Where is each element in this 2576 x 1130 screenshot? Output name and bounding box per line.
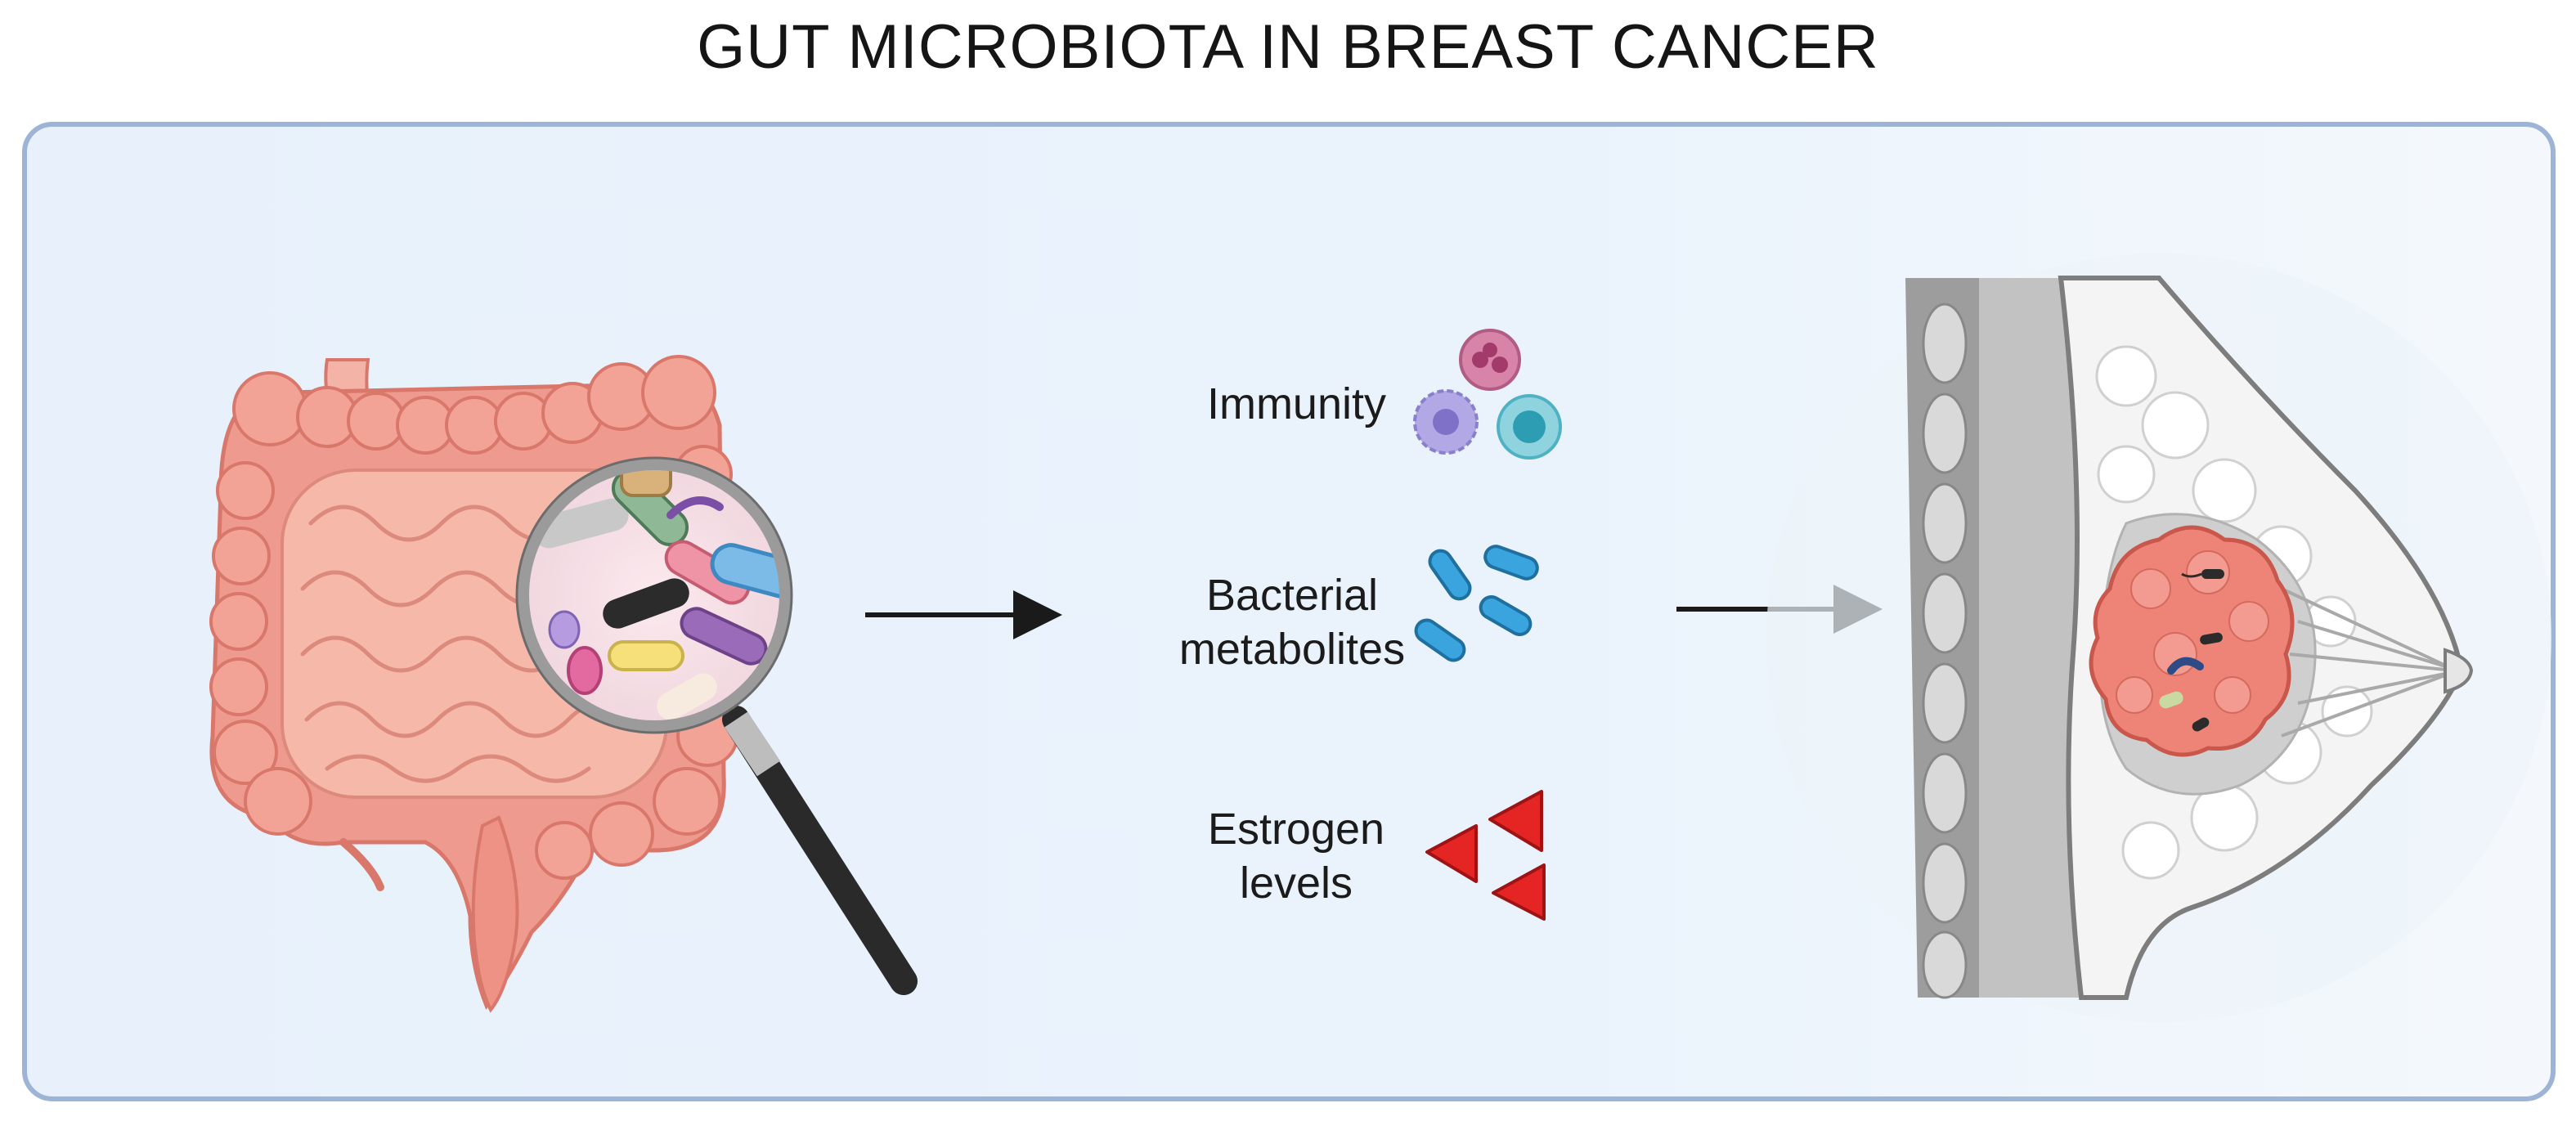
estrogen-label-line1: Estrogen bbox=[1208, 805, 1384, 854]
metabolites-label-line2: metabolites bbox=[1179, 625, 1405, 674]
estrogen-triangles-icon bbox=[1425, 790, 1546, 921]
breast-tumor-icon bbox=[1766, 253, 2551, 1022]
magnifier-icon bbox=[515, 456, 918, 995]
metabolites-icon bbox=[1414, 545, 1539, 662]
estrogen-label-line2: levels bbox=[1240, 859, 1353, 908]
immunity-label: Immunity bbox=[1207, 379, 1386, 428]
immune-cells-icon bbox=[1413, 329, 1562, 460]
metabolites-label-line1: Bacterial bbox=[1206, 571, 1378, 620]
figure-title: GUT MICROBIOTA IN BREAST CANCER bbox=[697, 12, 1879, 82]
